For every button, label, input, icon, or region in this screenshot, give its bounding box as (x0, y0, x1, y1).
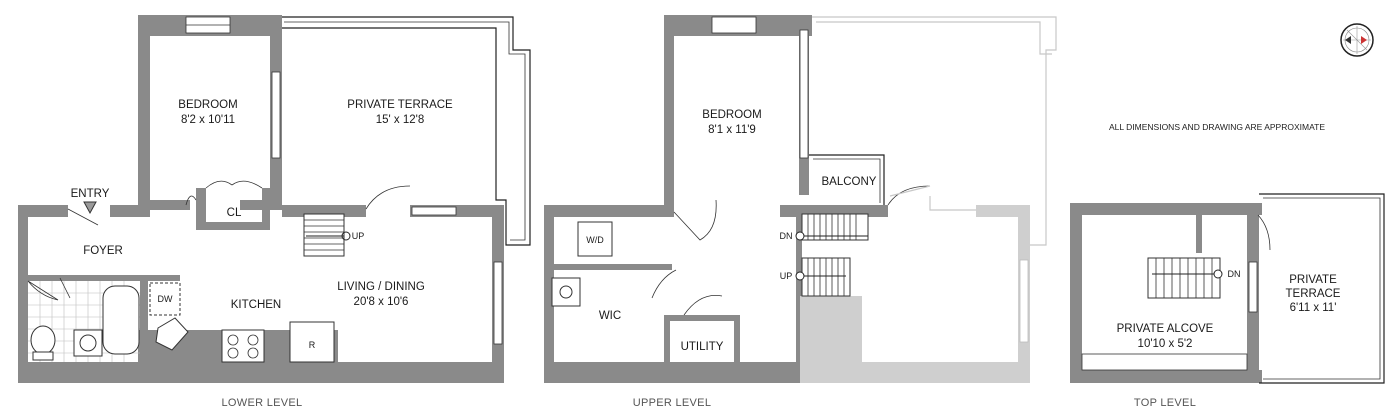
lower-stair-up: UP (352, 231, 365, 241)
lower-bedroom-name: BEDROOM (178, 99, 237, 111)
lower-level (18, 15, 531, 383)
upper-stair-up: UP (780, 271, 793, 281)
top-terrace-size: 6'11 x 11' (1290, 302, 1337, 314)
upper-level-title: UPPER LEVEL (633, 397, 712, 409)
living-size: 20'8 x 10'6 (354, 296, 409, 308)
compass-icon (1340, 23, 1374, 57)
upper-level (544, 15, 1057, 383)
living-name: LIVING / DINING (337, 281, 425, 293)
foyer-label: FOYER (83, 245, 123, 257)
upper-stair-down: DN (780, 231, 793, 241)
top-level (1070, 193, 1385, 384)
top-terrace-name-2: TERRACE (1286, 288, 1341, 300)
top-level-title: TOP LEVEL (1134, 397, 1196, 409)
lower-terrace-name: PRIVATE TERRACE (347, 99, 453, 111)
upper-bedroom-name: BEDROOM (702, 109, 761, 121)
top-terrace-name: PRIVATE (1289, 274, 1337, 286)
balcony-label: BALCONY (822, 176, 877, 188)
wic-label: WIC (599, 310, 621, 322)
closet-label: CL (227, 207, 242, 219)
lower-terrace-outline (280, 16, 531, 246)
alcove-name: PRIVATE ALCOVE (1117, 323, 1214, 335)
approximate-note: ALL DIMENSIONS AND DRAWING ARE APPROXIMA… (1109, 122, 1325, 132)
upper-bedroom-size: 8'1 x 11'9 (708, 124, 756, 136)
alcove-size: 10'10 x 5'2 (1138, 338, 1193, 350)
kitchen-label: KITCHEN (231, 299, 281, 311)
washer-dryer-label: W/D (586, 235, 604, 245)
top-stair-down: DN (1228, 269, 1241, 279)
entry-label: ENTRY (71, 188, 110, 200)
dishwasher-label: DW (158, 294, 173, 304)
lower-terrace-size: 15' x 12'8 (376, 114, 425, 126)
lower-bedroom-size: 8'2 x 10'11 (181, 114, 235, 126)
utility-label: UTILITY (681, 341, 724, 353)
fridge-label: R (309, 340, 316, 350)
lower-level-title: LOWER LEVEL (222, 397, 303, 409)
